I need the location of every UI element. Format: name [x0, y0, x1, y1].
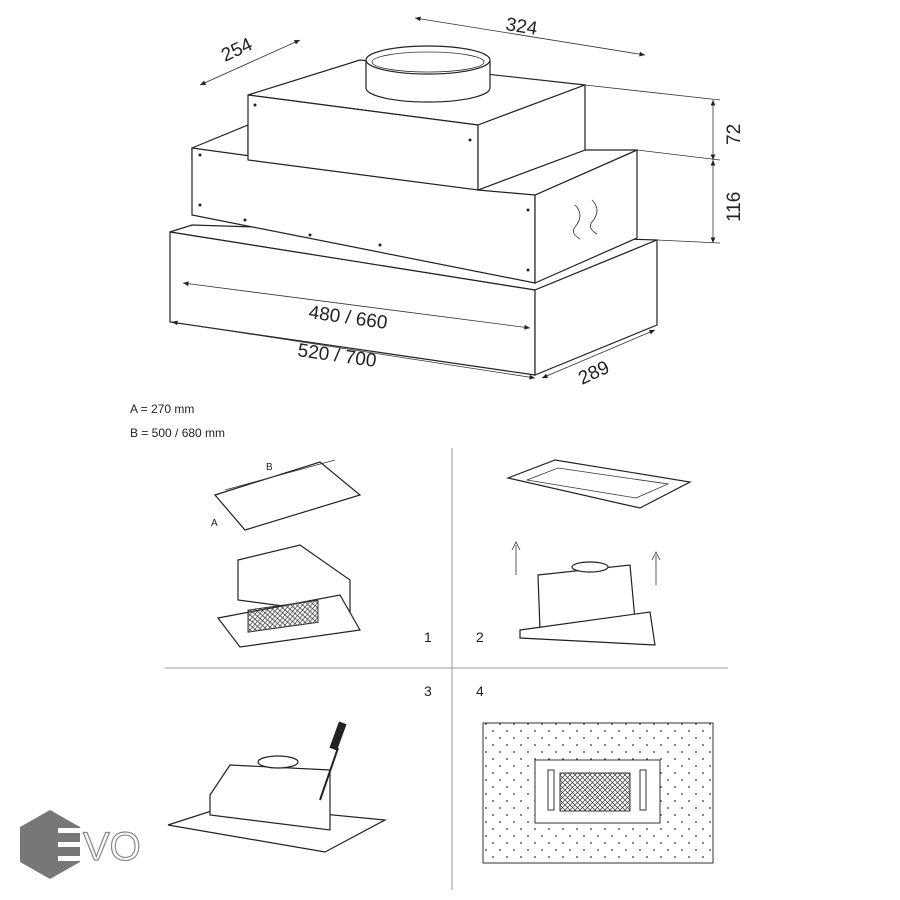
step-number-4: 4: [476, 683, 484, 699]
screwdriver-icon: [329, 721, 347, 751]
switch-icons: [572, 199, 598, 240]
label-b: B: [266, 462, 273, 473]
note-a: A = 270 mm: [130, 402, 194, 416]
step-number-2: 2: [476, 629, 484, 645]
step-1-drawing: B A: [211, 459, 362, 648]
step-3-drawing: [167, 721, 388, 853]
dim-lower-height: 116: [724, 192, 745, 222]
cutout-template: [213, 461, 362, 531]
dimension-lines: [171, 16, 721, 380]
duct-collar: [365, 45, 491, 103]
step-2-drawing: [505, 459, 692, 646]
logo-text: VO: [83, 825, 141, 869]
upper-side: [477, 84, 586, 191]
evo-logo: VO: [20, 810, 141, 879]
logo-hexagon: [20, 810, 80, 879]
dim-top-width: 324: [504, 14, 539, 40]
dim-depth: 289: [575, 357, 613, 389]
screw-dots: [198, 103, 530, 272]
step-number-3: 3: [424, 683, 432, 699]
label-a: A: [211, 518, 218, 529]
dim-top-depth: 254: [218, 34, 256, 67]
dim-upper-height: 72: [724, 124, 745, 145]
step-4-drawing: [482, 722, 714, 864]
note-b: B = 500 / 680 mm: [130, 426, 225, 440]
hood-main-drawing: [169, 45, 658, 376]
step-number-1: 1: [424, 629, 432, 645]
